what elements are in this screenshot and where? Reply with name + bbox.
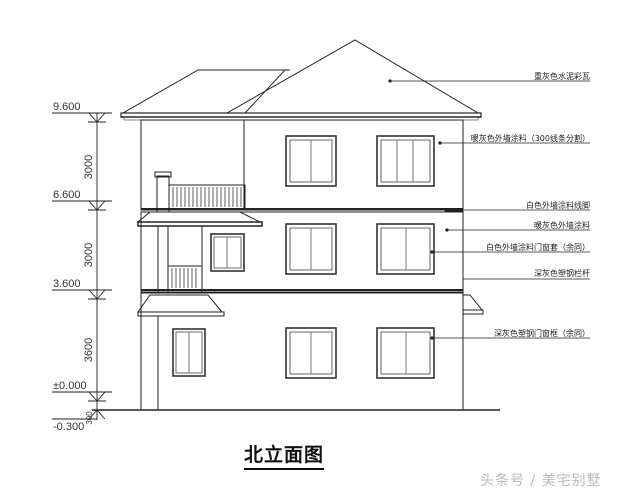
window-middle-left (285, 223, 337, 275)
window-lower-small (172, 328, 206, 377)
annotations: 重灰色水泥彩瓦 暖灰色外墙涂料（300线条分割） 白色外墙涂料线脚 暖灰色外墙涂… (471, 71, 590, 338)
window-lower-left (285, 327, 337, 379)
window-lower-right (376, 327, 435, 379)
annotation-white-molding: 白色外墙涂料线脚 (526, 200, 590, 210)
annotation-roof-tile: 重灰色水泥彩瓦 (534, 71, 590, 81)
dimension-middle: 3000 (83, 243, 95, 267)
window-upper-left (285, 135, 337, 187)
dimension-lower: 3600 (83, 338, 95, 362)
drawing-title: 北立面图 (244, 440, 325, 470)
dimension-upper: 3000 (83, 155, 95, 179)
porch-column (140, 225, 463, 293)
annotation-window-trim: 白色外墙涂料门窗套（余同） (486, 242, 590, 252)
elevation-0000: ±0.000 (53, 380, 87, 392)
elevation-minus-0300: -0.300 (53, 421, 84, 433)
window-middle-right (376, 223, 435, 275)
elevation-3600: 3.600 (53, 278, 81, 290)
watermark: 头条号 / 美宅别墅 (480, 473, 602, 489)
elevation-dimension-line (52, 112, 112, 420)
upper-balcony (136, 171, 263, 227)
dimension-labels: 3000 3000 3600 300 (83, 155, 95, 425)
elevation-6600: 6.600 (53, 189, 81, 201)
annotation-upper-wall-coating: 暖灰色外墙涂料（300线条分割） (471, 133, 590, 143)
annotation-leaders (388, 79, 590, 340)
dimension-plinth: 300 (85, 411, 94, 425)
annotation-middle-wall-coating: 暖灰色外墙涂料 (534, 220, 590, 230)
annotation-railing: 深灰色塑钢栏杆 (534, 268, 590, 278)
elevation-labels: 9.600 6.600 3.600 ±0.000 -0.300 (53, 101, 87, 433)
elevation-9600: 9.600 (53, 101, 81, 113)
annotation-window-frame: 深灰色塑钢门窗框（余同） (494, 328, 590, 338)
roof (120, 39, 482, 121)
window-upper-right (376, 135, 435, 187)
window-middle-porch (210, 233, 245, 272)
